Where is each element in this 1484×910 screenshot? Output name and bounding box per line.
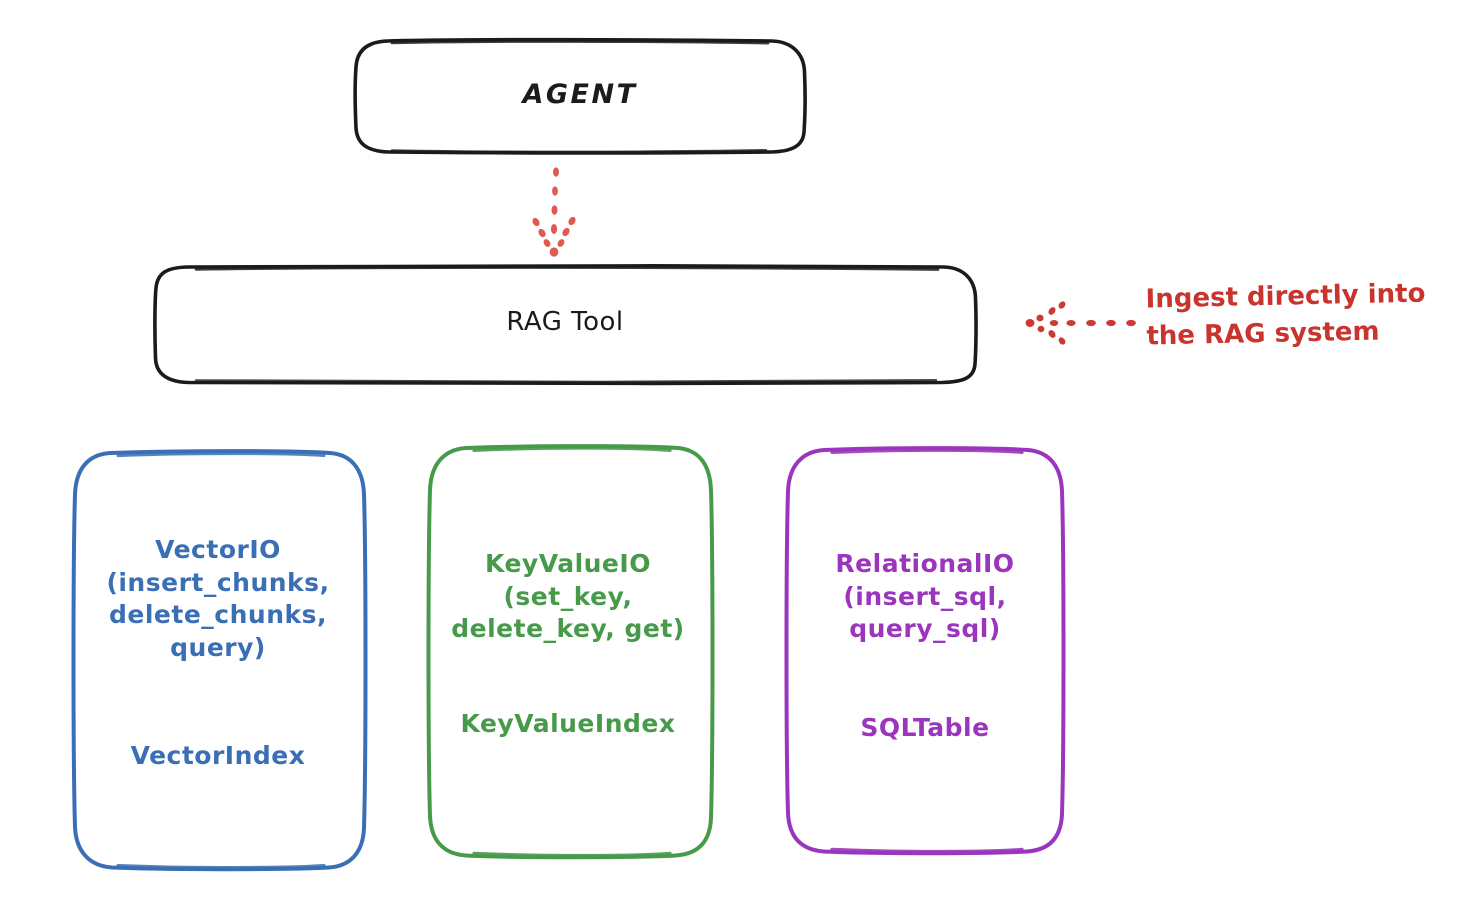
key-value-io-box-overdraw-top [472,446,672,452]
node-relational-io[interactable] [784,446,1066,856]
relational-io-api-label: RelationalIO (insert_sql, query_sql) [835,549,1015,643]
rag-tool-label: RAG Tool [506,307,624,337]
vector-index-label: VectorIndex [130,741,306,770]
key-value-io-api-label: KeyValueIO (set_key, delete_key, get) [451,549,685,643]
vector-io-box-overdraw-top [116,452,326,458]
vector-io-api-label: VectorIO (insert_chunks, delete_chunks, … [106,535,330,662]
relational-io-box-outline [784,446,1066,856]
vector-io-box-outline [71,449,368,872]
rag-tool-box-outline-overdraw-bottom [194,379,938,384]
key-value-io-box-outline [426,444,715,860]
key-value-io-box-overdraw-bottom [472,851,672,858]
agent-box-outline-overdraw [390,40,770,45]
node-rag-tool[interactable] [153,263,978,386]
node-agent[interactable] [353,37,807,155]
agent-box-outline [353,37,807,155]
sql-table-label: SQLTable [860,713,990,742]
connector-ingest-to-rag-tool [1025,301,1136,345]
vector-io-box-overdraw-bottom [116,863,326,870]
node-key-value-io[interactable] [426,444,715,860]
relational-io-box-overdraw-top [830,448,1024,454]
ingest-annotation-label: Ingest directly into the RAG system [1145,278,1426,352]
node-vector-io[interactable] [71,449,368,872]
relational-io-box-overdraw-bottom [830,847,1024,854]
rag-tool-box-outline-overdraw-top [194,266,940,271]
connector-agent-to-rag-tool [532,167,576,257]
agent-label: AGENT [522,79,638,110]
rag-tool-box-outline [153,263,978,386]
key-value-index-label: KeyValueIndex [460,709,676,738]
agent-box-outline-overdraw-bottom [390,149,768,153]
